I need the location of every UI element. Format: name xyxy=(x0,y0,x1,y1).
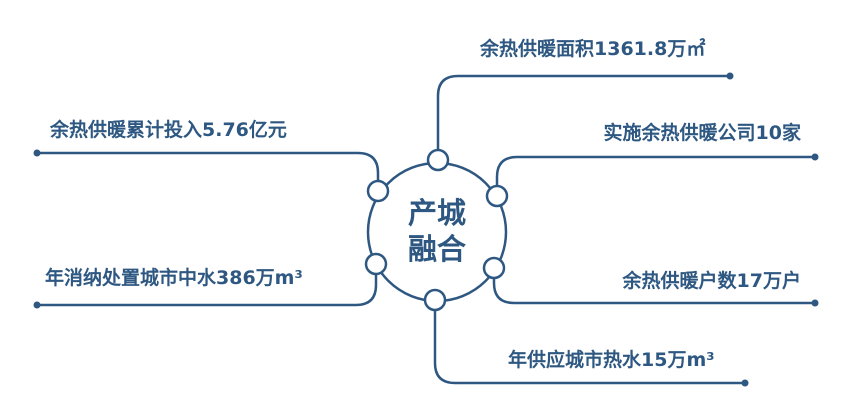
end-dot-lower-left xyxy=(33,301,41,309)
connector-lower-right xyxy=(492,278,815,305)
label-households: 余热供暖户数17万户 xyxy=(622,270,801,292)
connector-lower-left xyxy=(37,274,378,307)
end-dot-upper-left xyxy=(33,149,41,157)
connector-top xyxy=(436,74,730,150)
node-bottom xyxy=(423,288,447,312)
center-title: 产城 融合 xyxy=(387,195,487,267)
end-dot-top xyxy=(726,72,734,80)
label-heating-area: 余热供暖面积1361.8万㎡ xyxy=(480,38,706,60)
node-upper-left xyxy=(366,179,390,203)
end-dot-lower-right xyxy=(811,299,819,307)
label-reclaimed-water: 年消纳处置城市中水386万m³ xyxy=(45,267,303,289)
connector-bottom xyxy=(433,310,745,385)
node-upper-right xyxy=(485,184,509,208)
connector-upper-right xyxy=(495,155,815,186)
connector-upper-left xyxy=(37,151,380,180)
label-heating-companies: 实施余热供暖公司10家 xyxy=(603,122,801,144)
end-dot-upper-right xyxy=(811,153,819,161)
label-hot-water-supply: 年供应城市热水15万m³ xyxy=(508,349,715,371)
end-dot-bottom xyxy=(741,379,749,387)
label-cumulative-investment: 余热供暖累计投入5.76亿元 xyxy=(50,119,287,141)
node-lower-right xyxy=(482,256,506,280)
center-title-line2: 融合 xyxy=(407,232,466,266)
node-top xyxy=(426,148,450,172)
center-title-line1: 产城 xyxy=(407,196,466,230)
node-lower-left xyxy=(364,252,388,276)
